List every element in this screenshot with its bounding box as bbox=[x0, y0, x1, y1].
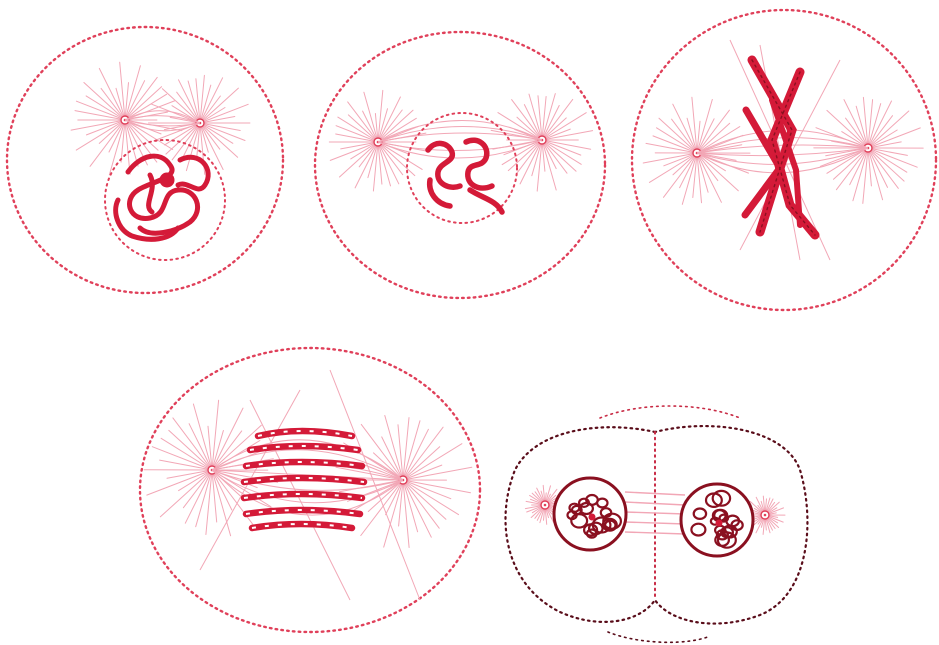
cell-1-chromosomes bbox=[116, 156, 208, 239]
cell-4 bbox=[140, 348, 480, 632]
cell-5 bbox=[505, 406, 807, 642]
cell-3-aster-right bbox=[814, 97, 923, 203]
cell-2-chromosomes bbox=[428, 140, 502, 212]
cell-5-outer-contour bbox=[600, 406, 740, 418]
cell-5-nucleus-left bbox=[554, 478, 626, 550]
cell-2-spindle bbox=[378, 120, 542, 158]
cell-5-nucleus-right bbox=[681, 484, 753, 556]
cell-2 bbox=[315, 32, 605, 298]
cell-3-chromosomes bbox=[745, 60, 815, 235]
cell-2-aster-right bbox=[491, 94, 592, 192]
cell-3-aster-left bbox=[643, 97, 750, 204]
cell-2-membrane bbox=[315, 32, 605, 298]
cell-5-outer-bottom bbox=[608, 632, 710, 642]
cell-4-spindle bbox=[200, 370, 420, 600]
cell-3 bbox=[632, 10, 936, 310]
cell-2-aster-left bbox=[329, 90, 428, 191]
cell-1 bbox=[7, 27, 283, 293]
